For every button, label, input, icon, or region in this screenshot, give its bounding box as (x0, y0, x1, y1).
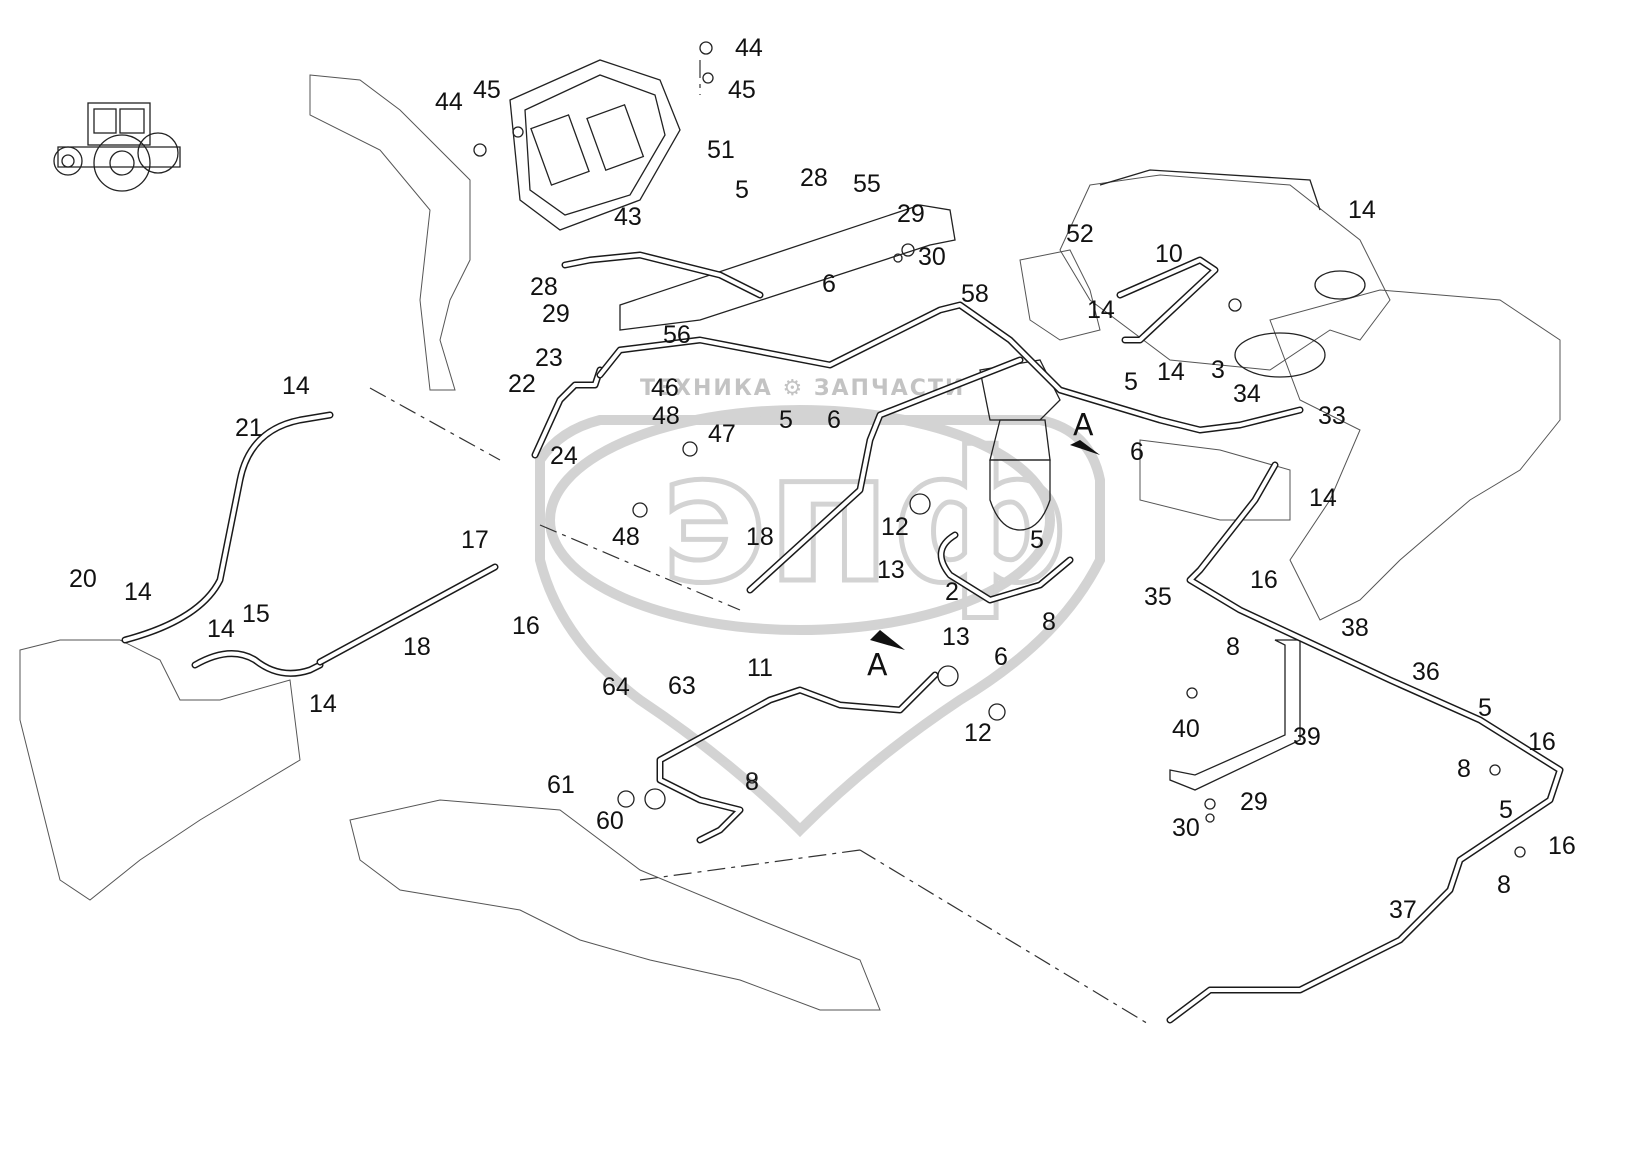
callout-label: 14 (309, 690, 337, 718)
callout-label: 61 (547, 771, 575, 799)
callout-label: 8 (1226, 633, 1240, 661)
callout-label: 8 (1497, 871, 1511, 899)
callout-label: 29 (542, 300, 570, 328)
callout-label: 22 (508, 370, 536, 398)
callout-label: 11 (747, 654, 773, 682)
callout-label: 8 (1457, 755, 1471, 783)
callout-label: 17 (461, 526, 489, 554)
callout-labels: 44 45 44 45 51 5 28 55 29 30 43 28 29 6 … (69, 34, 1576, 924)
callout-label: 43 (614, 203, 642, 231)
callout-label: 5 (1030, 526, 1044, 554)
callout-label: 6 (994, 643, 1008, 671)
callout-label: 14 (282, 372, 310, 400)
view-arrow-right (1070, 440, 1100, 455)
callout-label: 36 (1412, 658, 1440, 686)
callout-label: 52 (1066, 220, 1094, 248)
bracket-55 (619, 204, 956, 331)
callout-label: 55 (853, 170, 881, 198)
callout-label: 13 (877, 556, 905, 584)
bracket-39 (1169, 639, 1301, 791)
tank-sender (1099, 169, 1366, 378)
callout-label: 8 (1042, 608, 1056, 636)
view-marker-a-right: A (1073, 408, 1094, 443)
callout-label: 24 (550, 442, 578, 470)
callout-label: 48 (652, 402, 680, 430)
callout-label: 14 (1348, 196, 1376, 224)
callout-label: 64 (602, 673, 630, 701)
callout-label: 14 (1309, 484, 1337, 512)
callout-label: 60 (596, 807, 624, 835)
tractor-icon (53, 102, 181, 192)
frame-outline (19, 74, 1561, 1011)
callout-label: 28 (800, 164, 828, 192)
view-marker-a-left: A (867, 648, 888, 683)
callout-label: 38 (1341, 614, 1369, 642)
callout-label: 46 (651, 374, 679, 402)
callout-label: 5 (1124, 368, 1138, 396)
callout-label: 29 (1240, 788, 1268, 816)
callout-label: 18 (746, 523, 774, 551)
callout-label: 51 (707, 136, 735, 164)
callout-label: 15 (242, 600, 270, 628)
callout-label: 44 (435, 88, 463, 116)
watermark: ТЕХНИКА ⚙ ЗАПЧАСТИ эпф (535, 376, 1105, 838)
callout-label: 6 (822, 270, 836, 298)
callout-label: 63 (668, 672, 696, 700)
callout-label: 37 (1389, 896, 1417, 924)
callout-label: 58 (961, 280, 989, 308)
callout-label: 12 (964, 719, 992, 747)
callout-label: 45 (728, 76, 756, 104)
ecu-module (509, 59, 681, 231)
callout-label: 2 (945, 578, 959, 606)
callout-label: 23 (535, 344, 563, 372)
callout-label: 40 (1172, 715, 1200, 743)
callout-label: 28 (530, 273, 558, 301)
watermark-brand: ТЕХНИКА ⚙ ЗАПЧАСТИ (640, 376, 965, 401)
callout-label: 47 (708, 420, 736, 448)
view-arrow-left (870, 630, 905, 650)
callout-label: 8 (745, 768, 759, 796)
callout-label: 39 (1293, 723, 1321, 751)
callout-label: 35 (1144, 583, 1172, 611)
callout-label: 16 (1528, 728, 1556, 756)
callout-label: 30 (1172, 814, 1200, 842)
callout-label: 33 (1318, 402, 1346, 430)
callout-label: 3 (1211, 356, 1225, 384)
callout-label: 10 (1155, 240, 1183, 268)
callout-label: 14 (1087, 296, 1115, 324)
callout-label: 6 (1130, 438, 1144, 466)
callout-label: 44 (735, 34, 763, 62)
callout-label: 5 (735, 176, 749, 204)
callout-label: 21 (235, 414, 263, 442)
callout-label: 14 (207, 615, 235, 643)
callout-label: 6 (827, 406, 841, 434)
callout-label: 12 (881, 513, 909, 541)
fuel-lines (121, 251, 1564, 1024)
callout-label: 5 (779, 406, 793, 434)
watermark-logo: эпф (660, 414, 1070, 623)
callout-label: 34 (1233, 380, 1261, 408)
callout-label: 13 (942, 623, 970, 651)
callout-label: 16 (512, 612, 540, 640)
callout-label: 48 (612, 523, 640, 551)
callout-label: 18 (403, 633, 431, 661)
callout-label: 30 (918, 243, 946, 271)
callout-label: 14 (124, 578, 152, 606)
callout-label: 16 (1548, 832, 1576, 860)
callout-label: 16 (1250, 566, 1278, 594)
callout-label: 14 (1157, 358, 1185, 386)
hardware-marks (473, 41, 1526, 858)
callout-label: 5 (1499, 796, 1513, 824)
callout-label: 45 (473, 76, 501, 104)
callout-label: 29 (897, 200, 925, 228)
callout-label: 20 (69, 565, 97, 593)
leader-lines (369, 60, 1151, 1026)
callout-label: 56 (663, 321, 691, 349)
callout-label: 5 (1478, 694, 1492, 722)
